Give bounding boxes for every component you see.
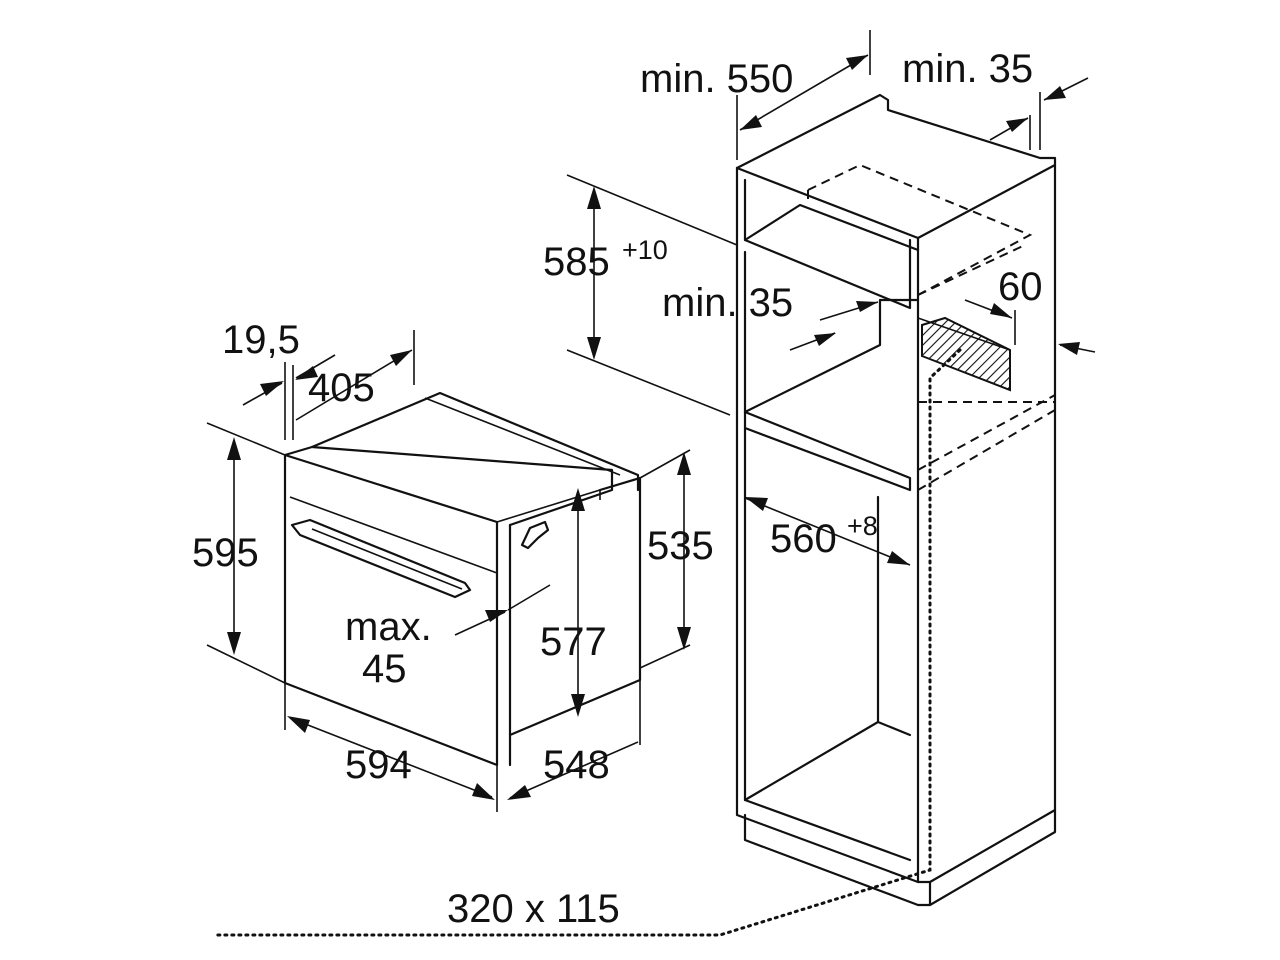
- arrowhead: [1044, 86, 1066, 100]
- label-vent-opening: 320 x 115: [447, 887, 620, 931]
- arrowhead: [472, 783, 495, 800]
- oven-door-edge: [289, 496, 498, 574]
- label-min-35-middle: min. 35: [662, 281, 793, 325]
- oven-top: [310, 391, 640, 492]
- label-577: 577: [540, 620, 607, 664]
- label-max-value: 45: [362, 647, 407, 691]
- label-min-550: min. 550: [640, 57, 793, 101]
- label-560-tolerance: +8: [847, 511, 878, 541]
- cabinet-dimension-lines: [566, 30, 1096, 566]
- oven-side: [508, 476, 642, 767]
- arrowhead: [260, 381, 284, 396]
- cabinet-top: [735, 93, 1057, 170]
- lower-compartment: [743, 495, 912, 862]
- arrowhead: [571, 488, 585, 511]
- arrowhead: [227, 632, 241, 655]
- arrowhead: [507, 785, 531, 800]
- arrowhead: [677, 627, 691, 650]
- niche-shelf-lower: [743, 410, 912, 492]
- niche-shelf-upper: [743, 203, 920, 252]
- label-585: 585: [543, 240, 610, 284]
- label-19-5: 19,5: [222, 318, 300, 362]
- arrowhead: [1006, 118, 1028, 132]
- oven-handle-inner: [311, 528, 463, 590]
- arrowhead: [227, 437, 241, 460]
- arrowhead: [287, 716, 310, 733]
- arrowhead: [887, 551, 910, 565]
- arrowhead: [571, 694, 585, 717]
- arrowhead: [587, 337, 601, 360]
- label-405: 405: [308, 366, 375, 410]
- label-595: 595: [192, 531, 259, 575]
- label-594: 594: [345, 743, 412, 787]
- arrowhead: [485, 610, 508, 622]
- arrowhead: [814, 333, 836, 346]
- vent-opening-path: [213, 348, 962, 937]
- oven-side-frame: [496, 488, 601, 523]
- oven-drawing: [283, 391, 642, 767]
- oven-dimension-lines: [206, 330, 691, 812]
- dimension-labels: min. 550 min. 35 585 +10 min. 35 60 560 …: [192, 47, 1043, 931]
- plinth: [743, 808, 1057, 907]
- hidden-lines-middle: [917, 244, 1056, 491]
- cabinet-drawing: [213, 93, 1057, 937]
- arrowhead: [587, 186, 601, 209]
- arrowhead: [846, 55, 868, 70]
- label-560: 560: [770, 517, 837, 561]
- oven-side-latch: [520, 520, 550, 550]
- ventilation-block: [921, 316, 1011, 392]
- arrowhead: [677, 452, 691, 475]
- hidden-lines-top: [807, 163, 1033, 296]
- niche-back-panel: [743, 298, 920, 414]
- label-548: 548: [543, 743, 610, 787]
- oven-top-rim: [424, 397, 621, 476]
- niche-frame: [743, 178, 912, 310]
- arrowhead: [390, 350, 412, 366]
- label-60: 60: [998, 265, 1043, 309]
- arrowhead: [1058, 342, 1080, 355]
- label-585-tolerance: +10: [622, 235, 668, 265]
- arrowhead: [740, 115, 762, 130]
- ventilation-edge: [917, 317, 1011, 351]
- oven-handle: [290, 518, 472, 599]
- label-max: max.: [345, 605, 432, 649]
- arrowhead: [990, 303, 1012, 318]
- label-535: 535: [647, 524, 714, 568]
- arrowhead: [745, 497, 768, 511]
- label-min-35-top: min. 35: [902, 47, 1033, 91]
- arrowhead: [295, 366, 318, 380]
- arrowhead: [856, 301, 878, 312]
